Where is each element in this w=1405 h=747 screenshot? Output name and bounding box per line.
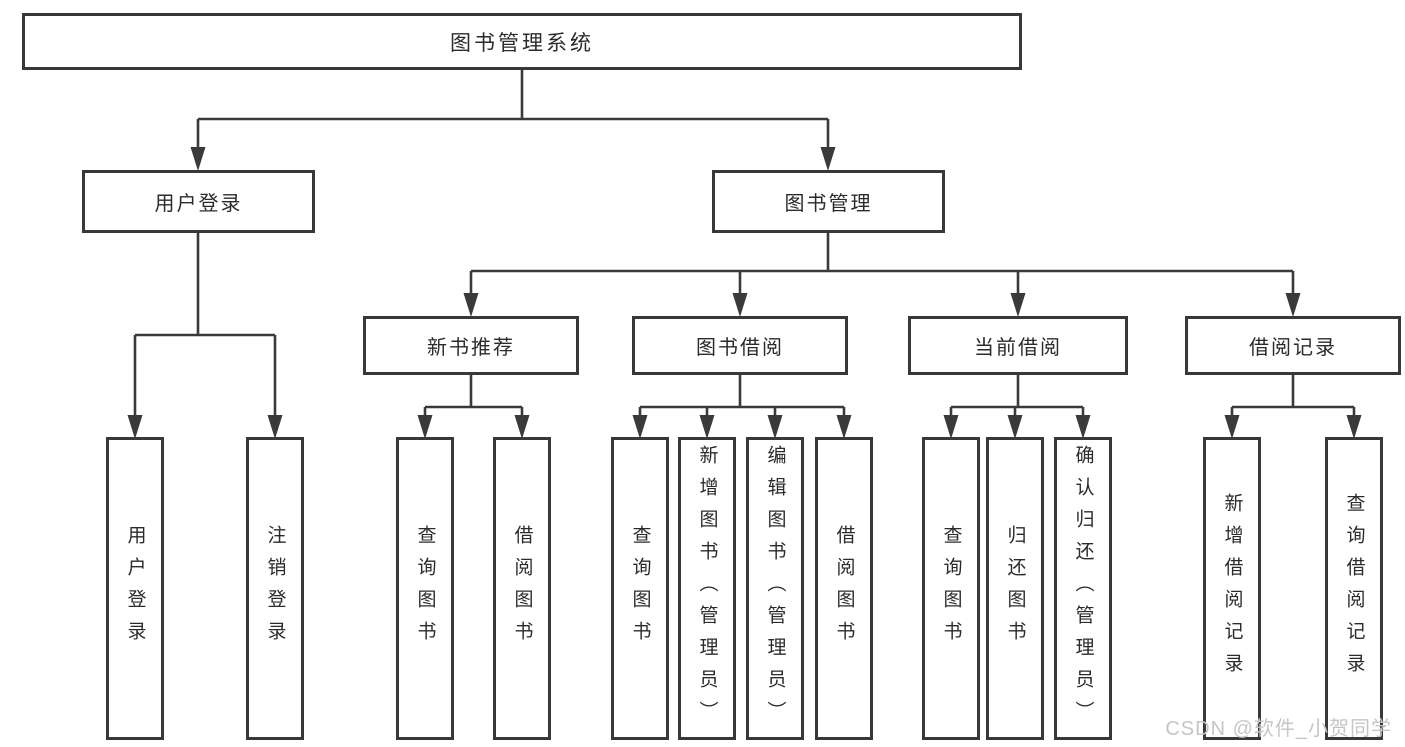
node-label: 借阅记录: [1249, 337, 1337, 359]
node-label: 用户登录: [154, 193, 243, 215]
node-label: 图书借阅: [696, 337, 784, 359]
leaf-edit-book-admin: 编辑图书（管理员）: [746, 437, 804, 740]
node-label: 查询图书: [940, 524, 962, 653]
node-book-management: 图书管理: [712, 170, 945, 233]
leaf-query-books-recommend: 查询图书: [396, 437, 454, 740]
leaf-query-books-borrow: 查询图书: [611, 437, 669, 740]
node-label: 借阅图书: [511, 524, 533, 653]
node-label: 查询图书: [414, 524, 436, 653]
node-current-borrow: 当前借阅: [908, 316, 1128, 375]
node-label: 归还图书: [1004, 524, 1026, 653]
leaf-borrow-books-recommend: 借阅图书: [493, 437, 551, 740]
leaf-add-borrow-record: 新增借阅记录: [1203, 437, 1261, 740]
node-label: 编辑图书（管理员）: [764, 444, 786, 733]
node-library-management-system: 图书管理系统: [22, 13, 1022, 70]
leaf-add-book-admin: 新增图书（管理员）: [678, 437, 736, 740]
node-label: 新增借阅记录: [1221, 492, 1243, 685]
node-new-book-recommend: 新书推荐: [363, 316, 579, 375]
leaf-borrow-books: 借阅图书: [815, 437, 873, 740]
node-label: 图书管理系统: [450, 31, 594, 55]
node-label: 图书管理: [784, 193, 873, 215]
node-borrow-records: 借阅记录: [1185, 316, 1401, 375]
node-label: 查询借阅记录: [1343, 492, 1365, 685]
node-label: 新增图书（管理员）: [696, 444, 718, 733]
leaf-confirm-return-admin: 确认归还（管理员）: [1054, 437, 1112, 740]
node-label: 查询图书: [629, 524, 651, 653]
node-label: 借阅图书: [833, 524, 855, 653]
leaf-return-book: 归还图书: [986, 437, 1044, 740]
node-user-login: 用户登录: [82, 170, 315, 233]
leaf-query-books-current: 查询图书: [922, 437, 980, 740]
node-label: 当前借阅: [974, 337, 1062, 359]
node-label: 确认归还（管理员）: [1072, 444, 1094, 733]
node-label: 新书推荐: [427, 337, 515, 359]
leaf-query-borrow-record: 查询借阅记录: [1325, 437, 1383, 740]
node-label: 注销登录: [264, 524, 286, 653]
leaf-logout: 注销登录: [246, 437, 304, 740]
node-label: 用户登录: [124, 524, 146, 653]
leaf-user-login: 用户登录: [106, 437, 164, 740]
watermark: CSDN @软件_小贺同学: [1165, 718, 1392, 740]
node-book-borrow: 图书借阅: [632, 316, 848, 375]
